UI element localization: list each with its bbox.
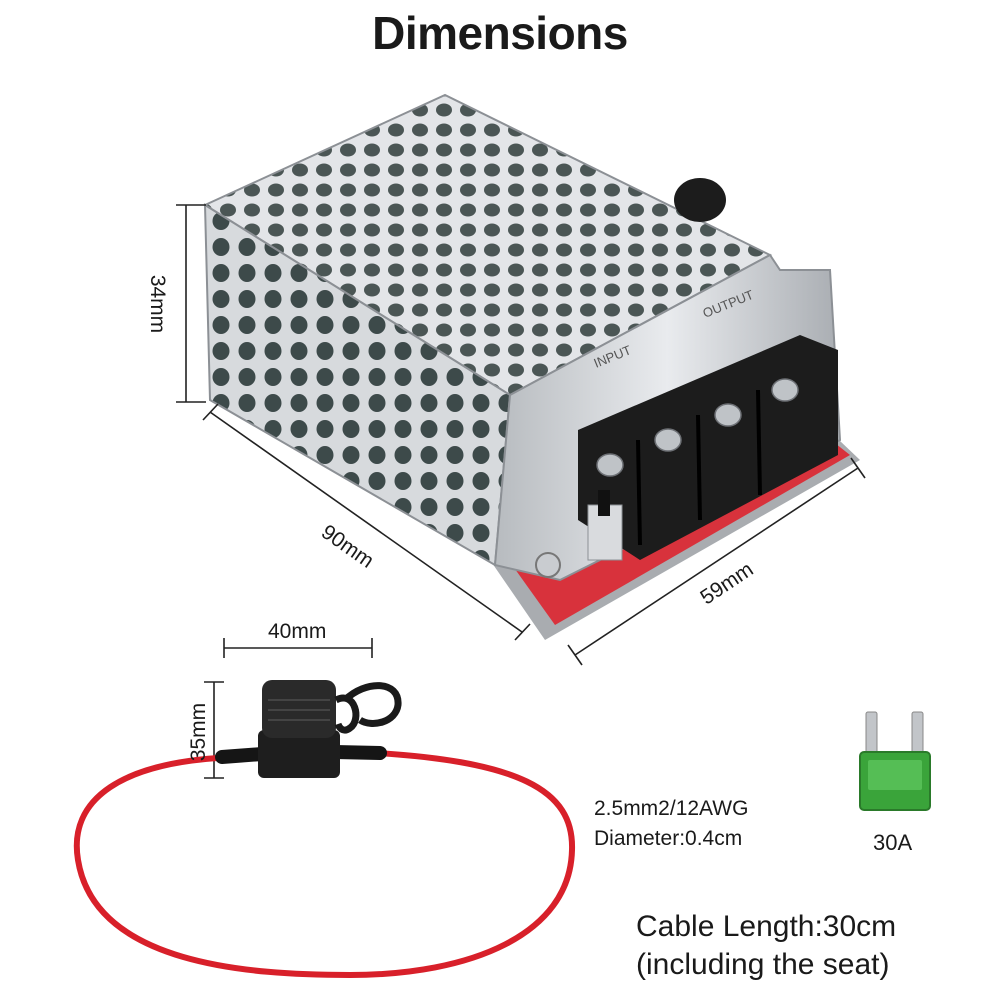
terminal-screws — [596, 378, 799, 477]
cable-length-block: Cable Length:30cm (including the seat) — [636, 908, 896, 984]
mount-screw-icon — [535, 552, 561, 578]
height-dimension-label: 34mm — [146, 274, 170, 334]
cap-strap — [334, 694, 360, 734]
wire-spec: 2.5mm2/12AWG Diameter:0.4cm — [594, 794, 748, 854]
wire-gauge: 2.5mm2/12AWG — [594, 797, 749, 820]
page-title: Dimensions — [372, 7, 628, 59]
fuse-rating: 30A — [873, 830, 913, 855]
fuse-holder-assembly — [73, 680, 576, 979]
wire-diameter: Diameter:0.4cm — [594, 827, 743, 850]
red-wire — [73, 749, 576, 979]
fuse-holder-body — [258, 730, 340, 778]
blade-fuse-icon — [859, 711, 931, 811]
speed-controller: INPUT OUTPUT — [202, 93, 860, 640]
cable-length: Cable Length:30cm — [636, 910, 897, 943]
knob-icon — [674, 178, 726, 222]
fuse-holder-height-label: 35mm — [187, 702, 211, 762]
fuse-holder-width-label: 40mm — [268, 620, 327, 643]
dimension-lines — [176, 204, 866, 779]
cable-length-note: (including the seat) — [636, 948, 890, 981]
